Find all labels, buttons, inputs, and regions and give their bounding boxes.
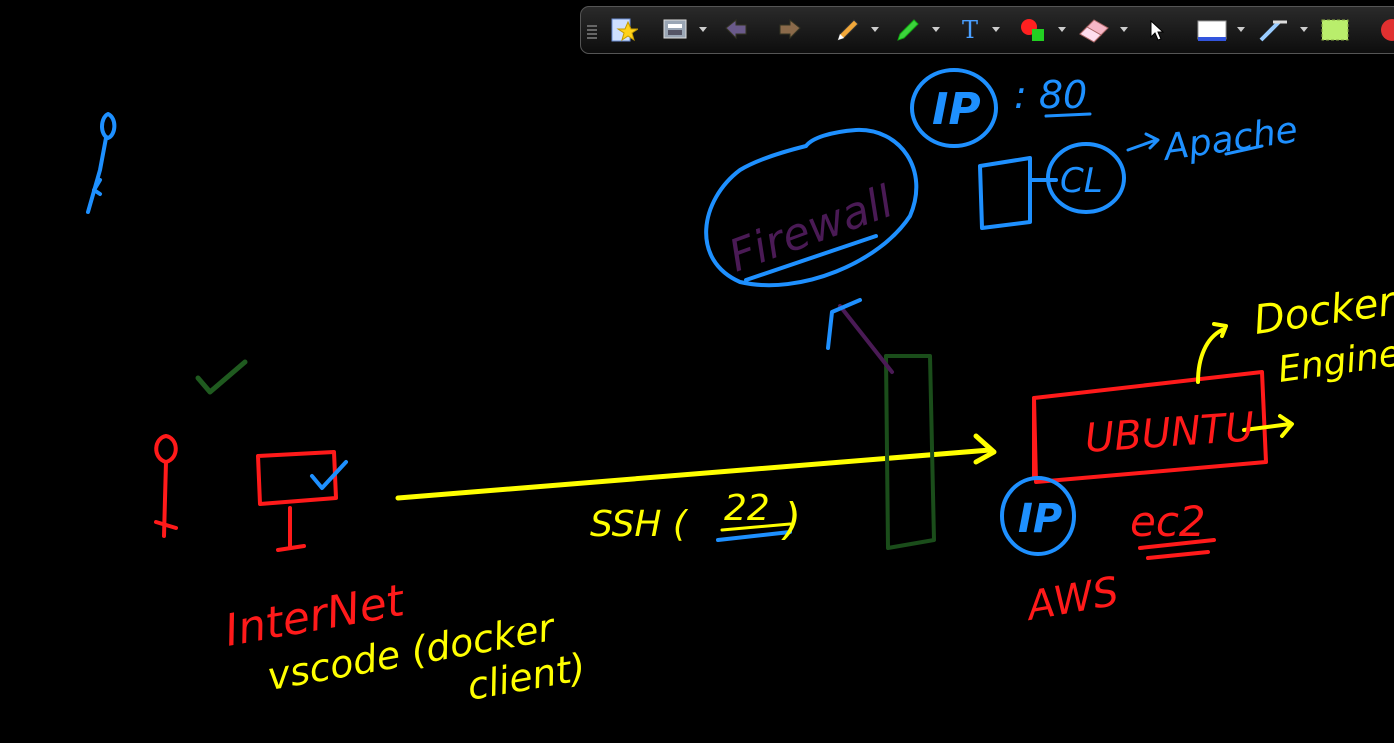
background-dropdown-chevron-icon[interactable] [1236, 15, 1246, 45]
aws-label: AWS [1021, 569, 1122, 631]
container-box [978, 156, 1032, 230]
red-computer-sketch [256, 450, 338, 552]
shapes-icon[interactable] [1017, 15, 1049, 45]
ssh-arrow-head [973, 433, 997, 465]
ssh-port-underline [716, 530, 792, 542]
ssh-port-label: 22 [724, 488, 770, 529]
pointer-icon[interactable] [1147, 15, 1167, 45]
docker-label: Docker [1251, 278, 1394, 344]
green-check-mark [195, 359, 248, 395]
firewall-underline [744, 234, 878, 282]
fill-color-icon[interactable] [1319, 15, 1351, 45]
cl-circle [1046, 142, 1126, 214]
ssh-connection-arrow [395, 447, 993, 501]
firewall-cloud-outline [704, 127, 919, 288]
highlighter-icon[interactable] [893, 15, 923, 45]
ssh-port-underline-yellow [720, 522, 792, 532]
highlighter-dropdown-chevron-icon[interactable] [931, 15, 941, 45]
ec2-underline [1138, 538, 1216, 560]
ip-label-top: IP [932, 84, 981, 135]
pen-dropdown-chevron-icon[interactable] [870, 15, 880, 45]
new-page-star-icon[interactable] [607, 15, 639, 45]
engine-label: Engine [1276, 333, 1394, 391]
port-80-label: : 80 [1014, 73, 1087, 117]
line-width-dropdown-chevron-icon[interactable] [1299, 15, 1309, 45]
firewall-label: Firewall [722, 176, 900, 282]
line-width-icon[interactable] [1257, 15, 1291, 45]
annotation-toolbar: T [580, 6, 1394, 54]
red-stick-figure [154, 434, 178, 538]
ssh-label: SSH ( [590, 504, 689, 545]
text-tool-icon[interactable]: T [961, 16, 978, 44]
shapes-dropdown-chevron-icon[interactable] [1057, 15, 1067, 45]
port-80-underline [1044, 112, 1092, 118]
firewall-barrier-rect [884, 354, 936, 550]
ip-label-bottom: IP [1018, 496, 1062, 542]
ip-circle-bottom [1000, 476, 1076, 556]
toolbar-grip-handle[interactable] [587, 25, 597, 41]
capture-dropdown-chevron-icon[interactable] [698, 15, 708, 45]
text-dropdown-chevron-icon[interactable] [991, 15, 1001, 45]
redo-icon[interactable] [775, 15, 805, 45]
cl-label: CL [1060, 161, 1103, 201]
record-icon[interactable] [1377, 15, 1394, 45]
apache-label: Apache [1160, 110, 1301, 170]
docker-arrow-up [1196, 322, 1228, 384]
eraser-icon[interactable] [1075, 15, 1113, 45]
undo-icon[interactable] [721, 15, 751, 45]
screen-background-icon[interactable] [1195, 15, 1229, 45]
ssh-close-paren: ) [781, 494, 801, 545]
ubuntu-label: UBUNTU [1083, 404, 1255, 462]
ec2-label: ec2 [1130, 497, 1206, 546]
pen-icon[interactable] [833, 15, 863, 45]
arrow-to-firewall [838, 304, 894, 374]
ip-circle-top [910, 68, 998, 148]
screen-capture-icon[interactable] [661, 15, 691, 45]
blue-stick-figure [86, 112, 117, 214]
eraser-dropdown-chevron-icon[interactable] [1119, 15, 1129, 45]
arrow-to-firewall-head [826, 298, 862, 350]
apache-underline [1224, 144, 1264, 156]
blue-check-mark [310, 460, 348, 490]
ubuntu-right-arrow [1242, 414, 1294, 438]
apache-arrow [1126, 132, 1160, 152]
